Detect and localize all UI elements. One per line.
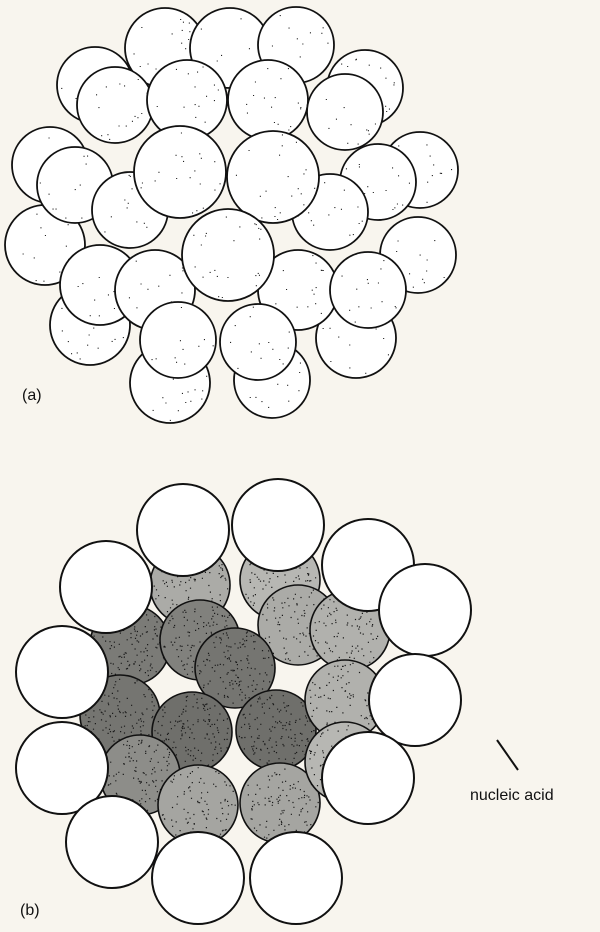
- outer-capsomer: [152, 832, 244, 924]
- outer-capsomer: [369, 654, 461, 746]
- panel-b-capsid-cross-section: [16, 479, 471, 924]
- capsomer-sphere: [227, 131, 319, 223]
- capsomer-sphere: [330, 252, 406, 328]
- outer-capsomer: [322, 732, 414, 824]
- outer-capsomer: [250, 832, 342, 924]
- outer-capsomer: [137, 484, 229, 576]
- nucleic-acid-label: nucleic acid: [470, 787, 554, 805]
- outer-capsomer: [16, 626, 108, 718]
- outer-capsomer: [66, 796, 158, 888]
- outer-capsomer: [232, 479, 324, 571]
- outer-capsomer: [379, 564, 471, 656]
- nucleic-acid-pointer-line: [497, 740, 518, 770]
- capsomer-sphere: [77, 67, 153, 143]
- capsomer-sphere: [182, 209, 274, 301]
- capsomer-sphere: [140, 302, 216, 378]
- capsomer-sphere: [220, 304, 296, 380]
- capsomer-sphere: [307, 74, 383, 150]
- outer-capsomer: [60, 541, 152, 633]
- panel-b-label: (b): [20, 902, 40, 920]
- panel-a-capsid-exterior: [5, 7, 458, 423]
- capsomer-sphere: [134, 126, 226, 218]
- panel-a-label: (a): [22, 387, 42, 405]
- inner-capsomer: [236, 690, 316, 770]
- capsomer-sphere: [228, 60, 308, 140]
